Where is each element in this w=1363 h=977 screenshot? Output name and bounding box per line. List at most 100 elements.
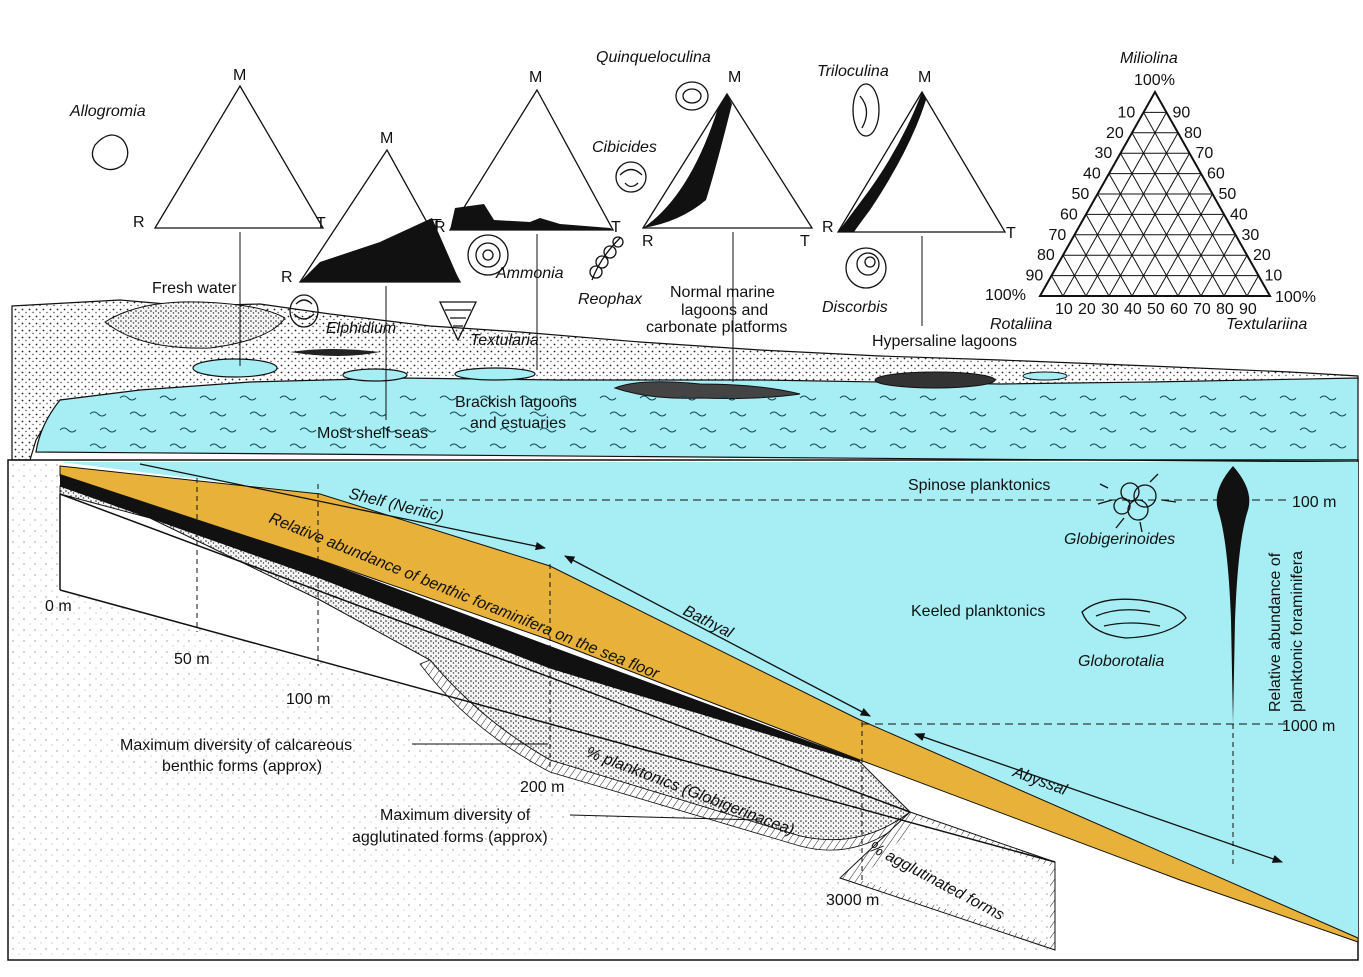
agglutinated-label-1: Maximum diversity of (380, 807, 531, 824)
triangle-hyper-r: R (822, 219, 834, 236)
wave-mark (329, 443, 347, 449)
wave-mark (449, 443, 467, 449)
wave-mark (999, 395, 1017, 401)
ternary-left-tick: 60 (1060, 206, 1078, 223)
wave-mark (249, 443, 267, 449)
wave-mark (299, 427, 317, 433)
carbonate-platform-bar (613, 381, 801, 399)
ternary-right-tick: 40 (1230, 206, 1248, 223)
globigerinoides: Globigerinoides (1064, 531, 1175, 548)
ternary-bottom-tick: 80 (1216, 301, 1234, 318)
wave-mark (1179, 427, 1197, 433)
ternary-grid-line (1062, 112, 1167, 297)
wave-mark (359, 395, 377, 401)
wave-mark (579, 427, 597, 433)
wave-mark (399, 395, 417, 401)
wave-mark (1119, 395, 1137, 401)
ternary-left-tick: 90 (1026, 268, 1044, 285)
taxon-allogromia: Allogromia (69, 103, 146, 120)
wave-mark (1159, 395, 1177, 401)
wave-mark (729, 411, 747, 417)
env-most-shelf-seas: Most shelf seas (317, 425, 428, 442)
wave-mark (409, 443, 427, 449)
wave-mark (659, 427, 677, 433)
planktonic-axis-2: planktonic foraminifera (1289, 551, 1306, 712)
triangle-normal-marine: M R T (641, 69, 814, 382)
allogromia-test (91, 134, 129, 171)
ternary-grid-line (1108, 152, 1190, 297)
wave-mark (1199, 395, 1217, 401)
wave-mark (1329, 411, 1347, 417)
ternary-grid-line (1074, 234, 1110, 297)
calcareous-label-1: Maximum diversity of calcareous (120, 737, 352, 754)
ternary-key: Miliolina 100% 100% 100% Rotaliina Textu… (985, 50, 1316, 333)
ternary-right-tick: 70 (1196, 145, 1214, 162)
ternary-grid-line (1085, 132, 1179, 297)
wave-mark (1219, 427, 1237, 433)
wave-mark (1239, 395, 1257, 401)
wave-mark (689, 443, 707, 449)
wave-mark (139, 427, 157, 433)
wave-mark (849, 443, 867, 449)
depth-baseline-top (59, 493, 911, 813)
wave-mark (619, 427, 637, 433)
ternary-right-pct: 100% (1275, 289, 1316, 306)
triangle-brackish-r: R (434, 219, 446, 236)
triangle-hypersaline: M R T (822, 69, 1016, 326)
wave-mark (489, 411, 507, 417)
ternary-grid-line (1051, 275, 1064, 297)
hypersaline-lagoon (874, 371, 996, 389)
seafloor-profile (7, 459, 1359, 961)
wave-mark (1209, 443, 1227, 449)
ternary-grid-line (1131, 132, 1225, 297)
triangle-fresh-water: M R T (133, 67, 326, 366)
wave-mark (969, 443, 987, 449)
wave-mark (859, 427, 877, 433)
wave-mark (1279, 395, 1297, 401)
foram-sketches (91, 81, 1187, 639)
wave-mark (279, 395, 297, 401)
taxon-discorbis: Discorbis (822, 299, 888, 316)
ternary-bottom-tick: 10 (1055, 301, 1073, 318)
ternary-left-tick: 50 (1072, 186, 1090, 203)
wave-mark (919, 395, 937, 401)
ternary-bottom-tick: 20 (1078, 301, 1096, 318)
wave-mark (179, 427, 197, 433)
wave-mark (529, 411, 547, 417)
wave-mark (1079, 395, 1097, 401)
ternary-left-tick: 80 (1037, 247, 1055, 264)
wave-mark (459, 427, 477, 433)
ternary-right-tick: 10 (1265, 268, 1283, 285)
planktonic-abundance-spindle (1216, 466, 1250, 724)
globorotalia: Globorotalia (1078, 653, 1164, 670)
triangle-shelf-r: R (281, 269, 293, 286)
wave-mark (1089, 411, 1107, 417)
wave-mark (1039, 395, 1057, 401)
reophax-test (589, 236, 624, 281)
ternary-left-pct: 100% (985, 287, 1026, 304)
wave-mark (839, 395, 857, 401)
triangle-brackish-m: M (529, 69, 542, 86)
env-brackish-2: and estuaries (470, 415, 566, 432)
ternary-grid-line (1246, 275, 1259, 297)
taxon-reophax: Reophax (578, 291, 643, 308)
wave-mark (569, 411, 587, 417)
wave-mark (1299, 427, 1317, 433)
ternary-grid-line (1154, 193, 1213, 297)
taxon-cibicides: Cibicides (592, 139, 657, 156)
marine-fill (643, 94, 732, 228)
depth-100m-right: 100 m (1292, 494, 1336, 511)
wave-mark (879, 395, 897, 401)
coastal-landscape (11, 299, 1359, 463)
agglutinated-leader (569, 814, 761, 821)
triangle-fresh-m: M (233, 67, 246, 84)
taxon-quinqueloculina: Quinqueloculina (596, 49, 711, 66)
ternary-left-tick: 10 (1118, 104, 1136, 121)
wave-mark (479, 395, 497, 401)
env-fresh-water: Fresh water (152, 280, 237, 297)
taxon-ammonia: Ammonia (495, 265, 564, 282)
wave-mark (569, 443, 587, 449)
triangle-marine-m: M (728, 69, 741, 86)
